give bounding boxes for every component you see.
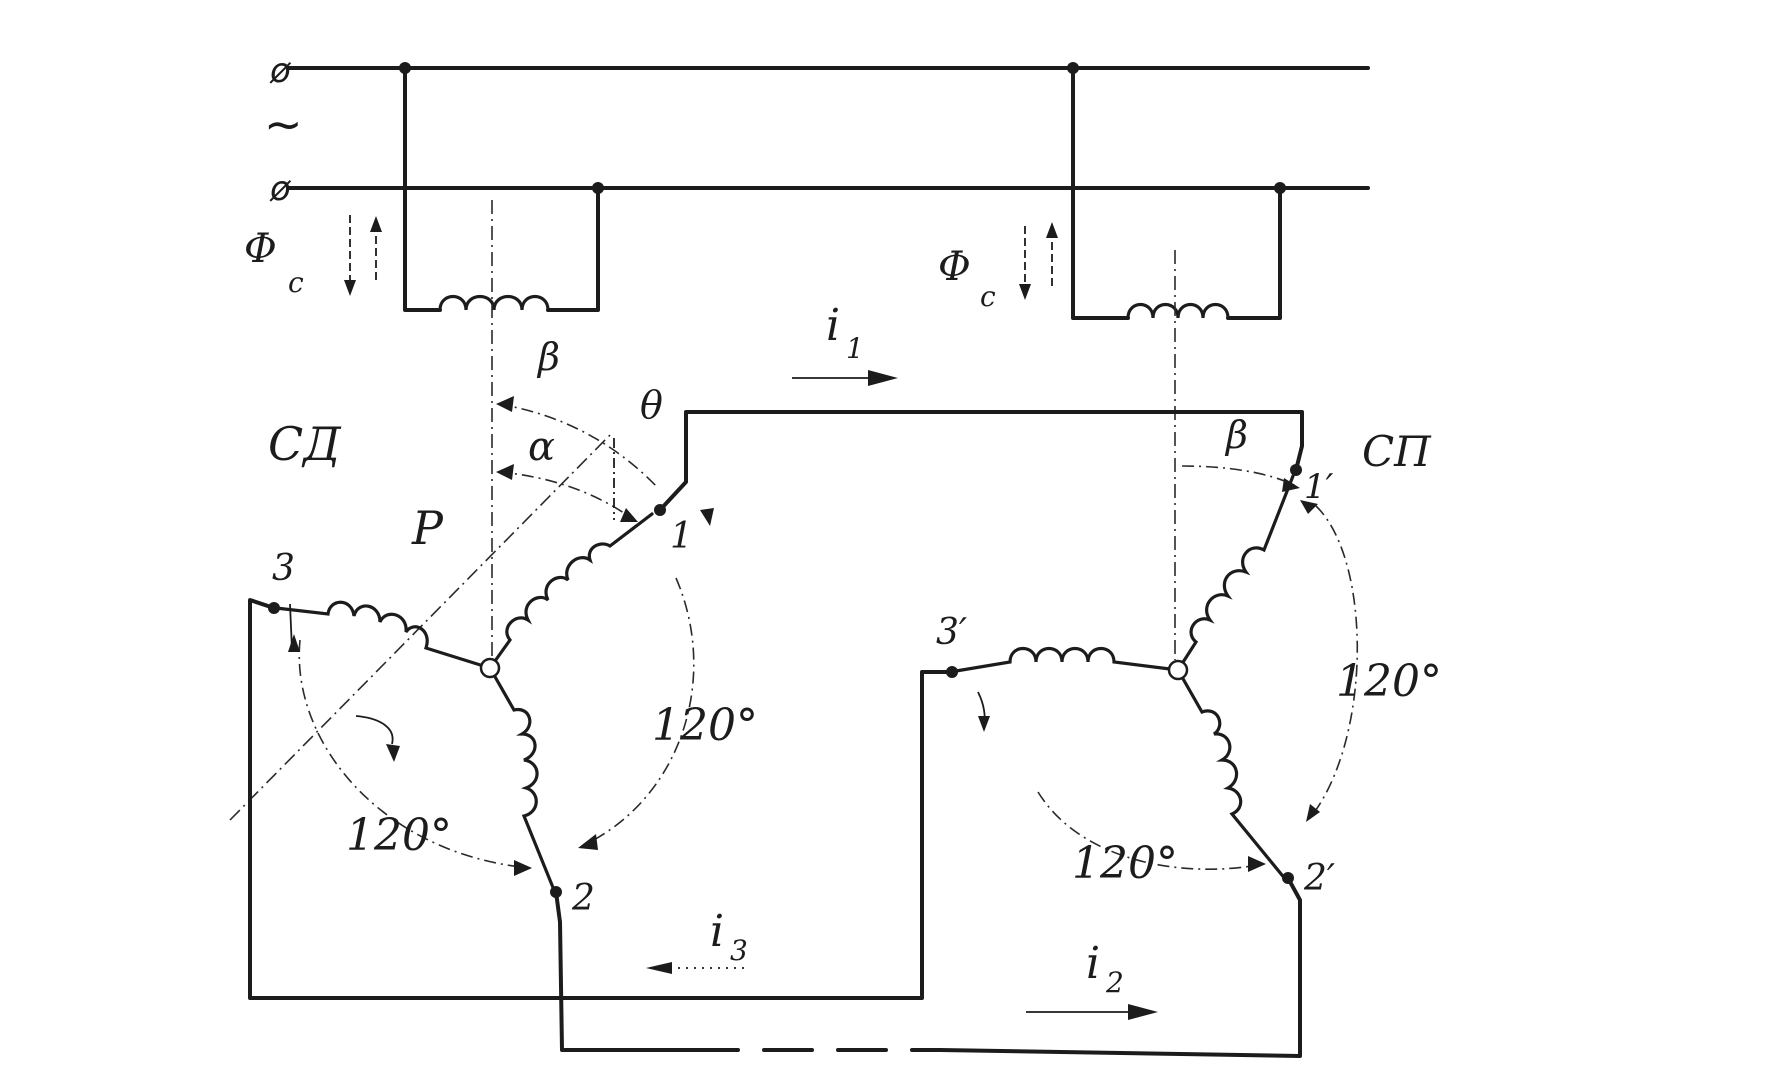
- wire-phase-2: [554, 890, 692, 1052]
- wire-phase-3: [248, 598, 954, 1000]
- excitation-coil-right: [1126, 302, 1230, 320]
- flux-left-label: Φ: [244, 226, 277, 272]
- flux-right-label: Φ: [938, 244, 971, 290]
- terminal-bottom-symbol: ø: [269, 169, 292, 209]
- alpha-label: α: [528, 424, 555, 470]
- neutral-point-right: [1167, 659, 1189, 681]
- winding-phase-1-right: [1176, 474, 1295, 672]
- winding-phase-1-left: [488, 512, 654, 670]
- angle-120-left-b: 120°: [346, 810, 452, 861]
- node-1-right-label: 1′: [1304, 467, 1334, 507]
- arc-120-left-a: [581, 577, 695, 847]
- right-excitation-circuit: [1071, 66, 1282, 320]
- flux-right-subscript: c: [980, 280, 996, 313]
- current-3-label: i: [710, 906, 724, 957]
- winding-phase-2-left: [488, 666, 556, 892]
- winding-phase-3-right: [948, 646, 1180, 674]
- winding-phase-2-right: [1176, 668, 1288, 882]
- node-2-left-label: 2: [571, 878, 595, 919]
- arc-120-right-b: [1037, 791, 1265, 870]
- arrow-current-1: [868, 370, 898, 386]
- current-2-label: i: [1086, 938, 1100, 989]
- current-1-label: i: [826, 300, 840, 351]
- right-angle-arcs: [977, 465, 1359, 872]
- flux-left-subscript: c: [288, 266, 304, 299]
- terminal-top-symbol: ø: [269, 51, 292, 91]
- theta-label: θ: [640, 383, 663, 427]
- angle-120-right-a: 120°: [1336, 656, 1442, 707]
- excitation-coil-left: [438, 294, 550, 312]
- arc-beta-right: [1181, 465, 1297, 487]
- current-arrows: [646, 370, 1158, 1020]
- left-star-windings: [268, 504, 666, 898]
- arrow-current-3: [646, 962, 672, 974]
- node-1-left-label: 1: [670, 516, 693, 557]
- flux-arrows-left: [344, 215, 382, 296]
- node-3-left-label: 3: [272, 548, 295, 589]
- current-3-subscript: 3: [730, 934, 748, 967]
- motor-label: СД: [268, 417, 342, 471]
- left-excitation-circuit: [403, 66, 600, 312]
- current-1-subscript: 1: [846, 332, 864, 365]
- beta-left-label: β: [536, 335, 560, 379]
- right-star-windings: [946, 464, 1302, 884]
- ac-symbol: ~: [264, 97, 303, 151]
- angle-120-left-a: 120°: [652, 700, 758, 751]
- neutral-point-left: [479, 657, 501, 679]
- arc-beta-left: [497, 403, 659, 489]
- receiver-label: СП: [1362, 427, 1432, 476]
- current-2-subscript: 2: [1105, 966, 1124, 999]
- wire-phase-2-right: [938, 876, 1302, 1058]
- arc-120-right-a: [1309, 505, 1359, 819]
- arrow-current-2: [1128, 1004, 1158, 1020]
- left-angle-arcs: [288, 396, 714, 876]
- winding-phase-3-left: [274, 600, 492, 670]
- supply-lines: [286, 62, 1370, 194]
- flux-arrows-right: [1019, 222, 1058, 300]
- interconnect-wires: [248, 410, 1304, 1058]
- node-3-right-label: 3′: [936, 612, 967, 653]
- node-2-right-label: 2′: [1303, 858, 1335, 899]
- rotor-label: P: [411, 501, 444, 555]
- wire-phase-1: [658, 410, 1304, 512]
- beta-right-label: β: [1224, 413, 1248, 457]
- arc-alpha: [497, 471, 635, 521]
- angle-120-right-b: 120°: [1072, 838, 1178, 889]
